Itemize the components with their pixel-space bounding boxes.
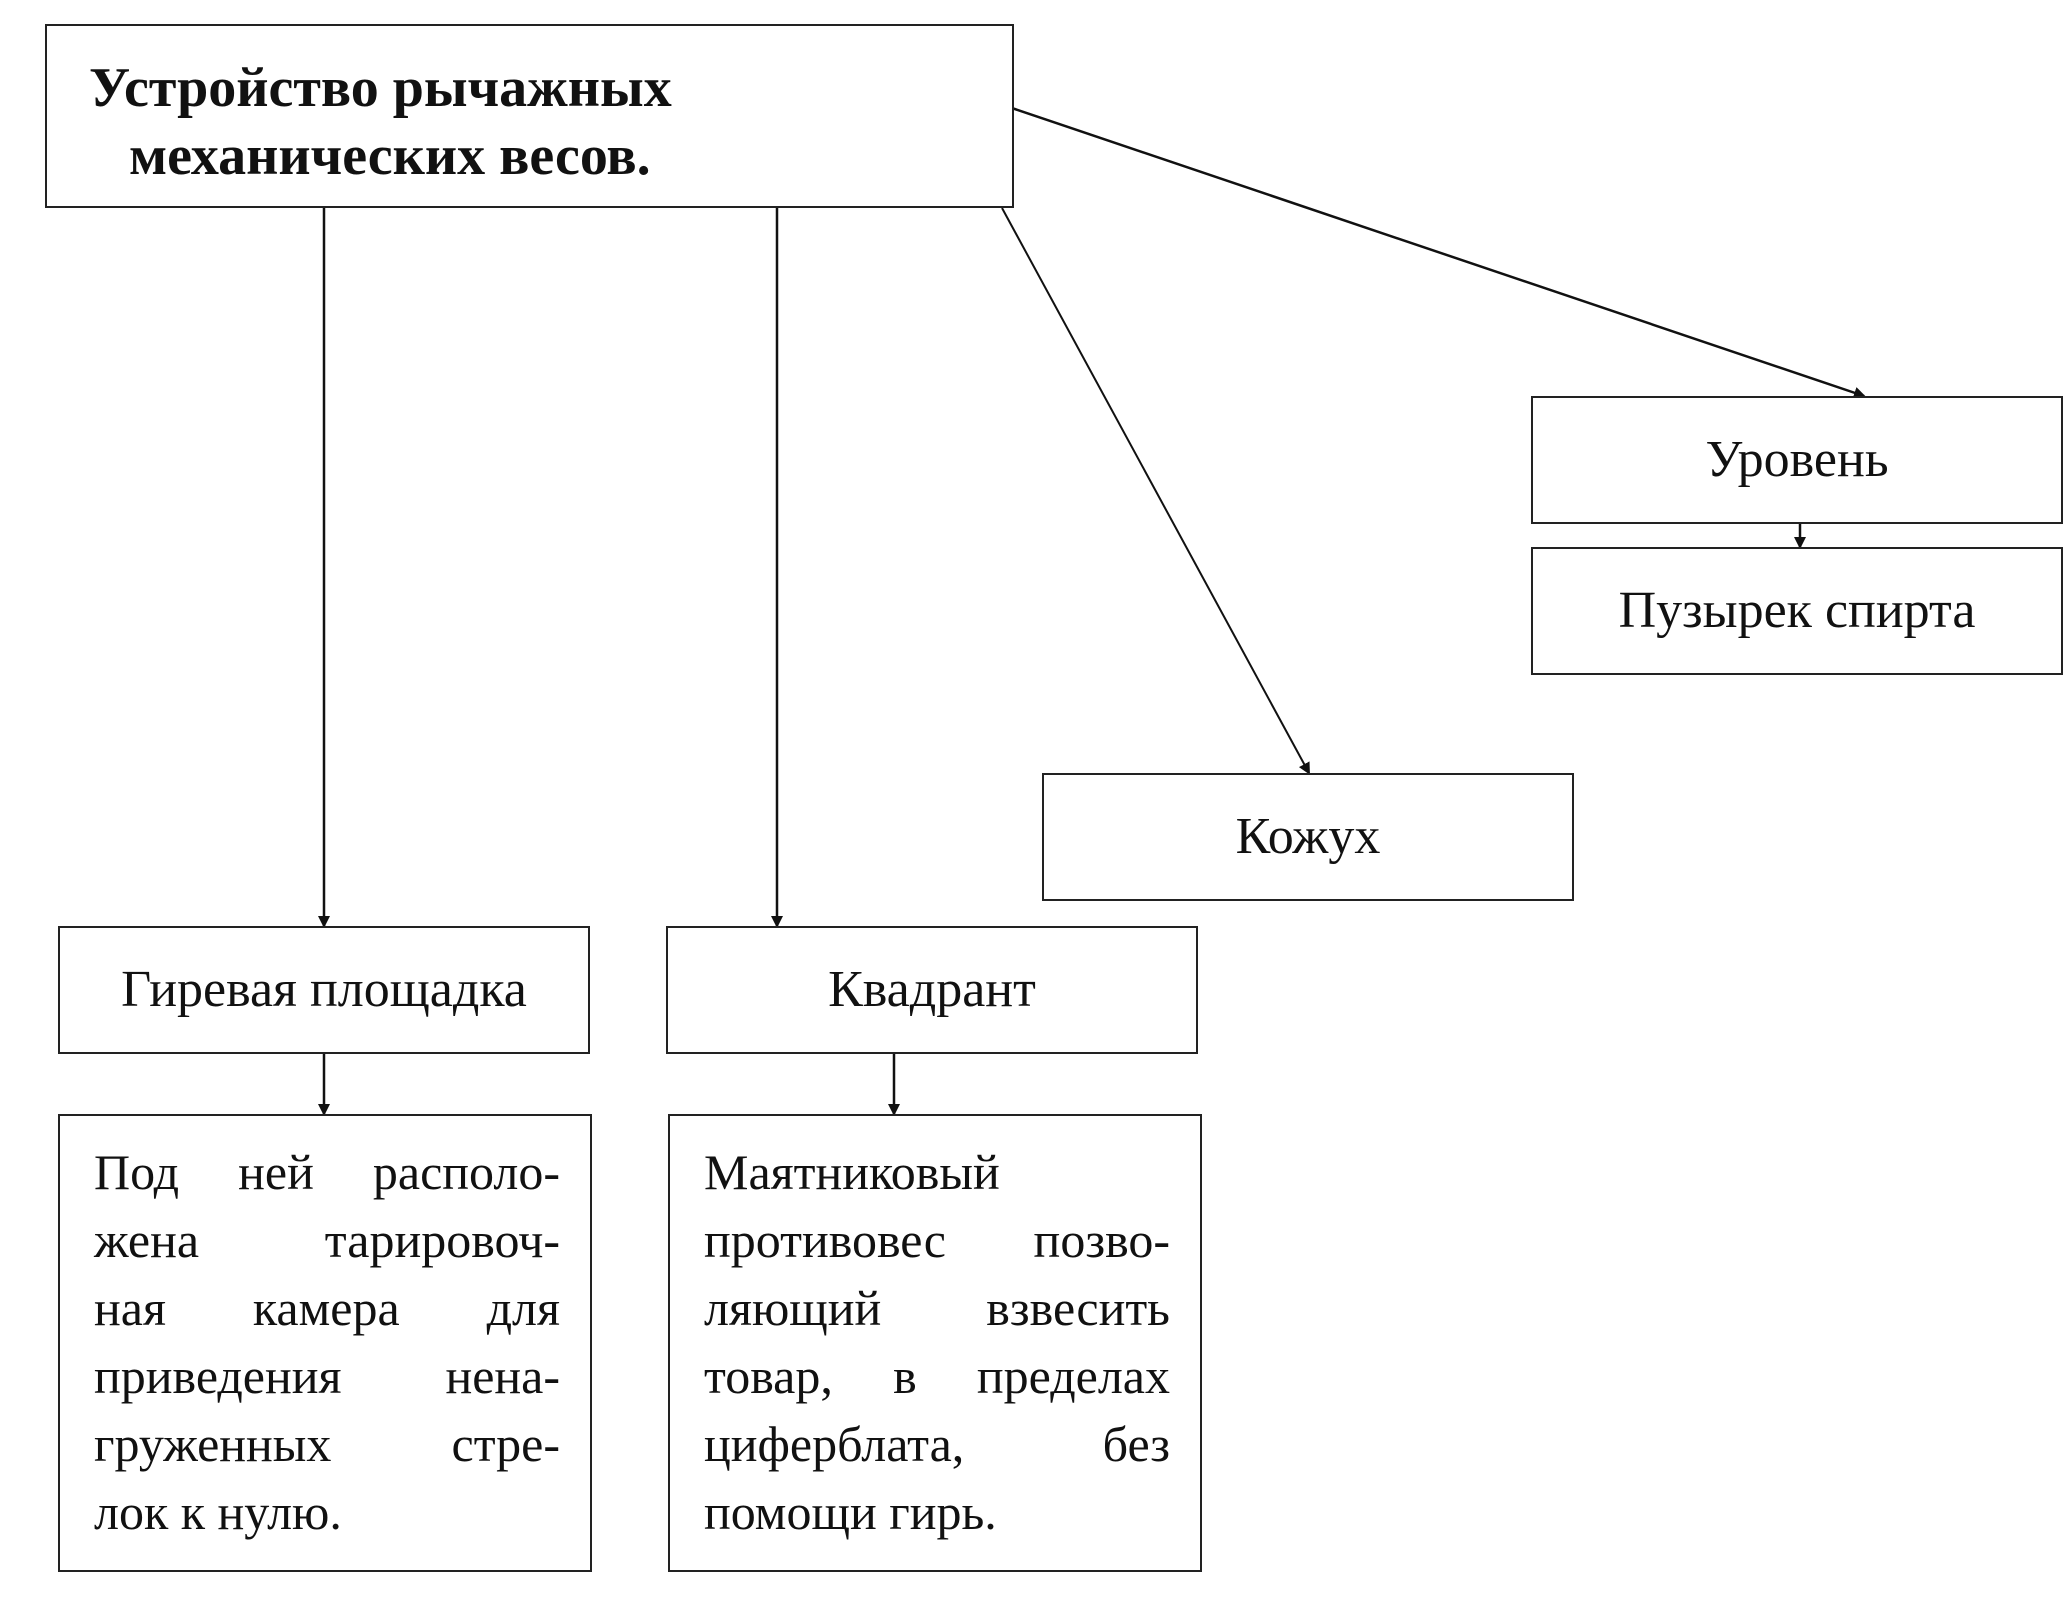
title-line-1: Устройство рычажных [89,57,672,119]
node-level: Уровень [1531,396,2063,524]
node-level-label: Уровень [1705,431,1889,488]
node-alcohol-bubble: Пузырек спирта [1531,547,2063,675]
description-line: товар, в пределах [704,1348,1170,1404]
description-line: Маятниковый [704,1144,1000,1200]
description-line: циферблата, без [704,1416,1170,1472]
title-line-2: механических весов. [129,125,651,187]
node-casing-label: Кожух [1235,808,1381,865]
node-weight-platform: Гиревая площадка [58,926,590,1054]
node-alcohol-bubble-label: Пузырек спирта [1618,582,1976,639]
description-line: жена тарировоч- [94,1212,560,1268]
weight-platform-description: Под ней располо- жена тарировоч- ная кам… [58,1114,592,1572]
node-quadrant-label: Квадрант [828,961,1036,1018]
quadrant-description: Маятниковый противовес позво- ляющий взв… [668,1114,1202,1572]
description-line: Под ней располо- [94,1144,560,1200]
description-line: помощи гирь. [704,1484,997,1540]
description-line: лок к нулю. [94,1484,342,1540]
node-quadrant: Квадрант [666,926,1198,1054]
description-line: ная камера для [94,1280,560,1336]
description-line: груженных стре- [94,1416,560,1472]
description-line: ляющий взвесить [704,1280,1170,1336]
arrow-title-to-level [999,102,1866,399]
description-line: приведения нена- [94,1348,560,1404]
arrow-title-to-casing [1001,207,1310,775]
title-box: Устройство рычажных механических весов. [45,24,1014,208]
node-weight-platform-label: Гиревая площадка [121,961,527,1018]
node-casing: Кожух [1042,773,1574,901]
description-line: противовес позво- [704,1212,1170,1268]
